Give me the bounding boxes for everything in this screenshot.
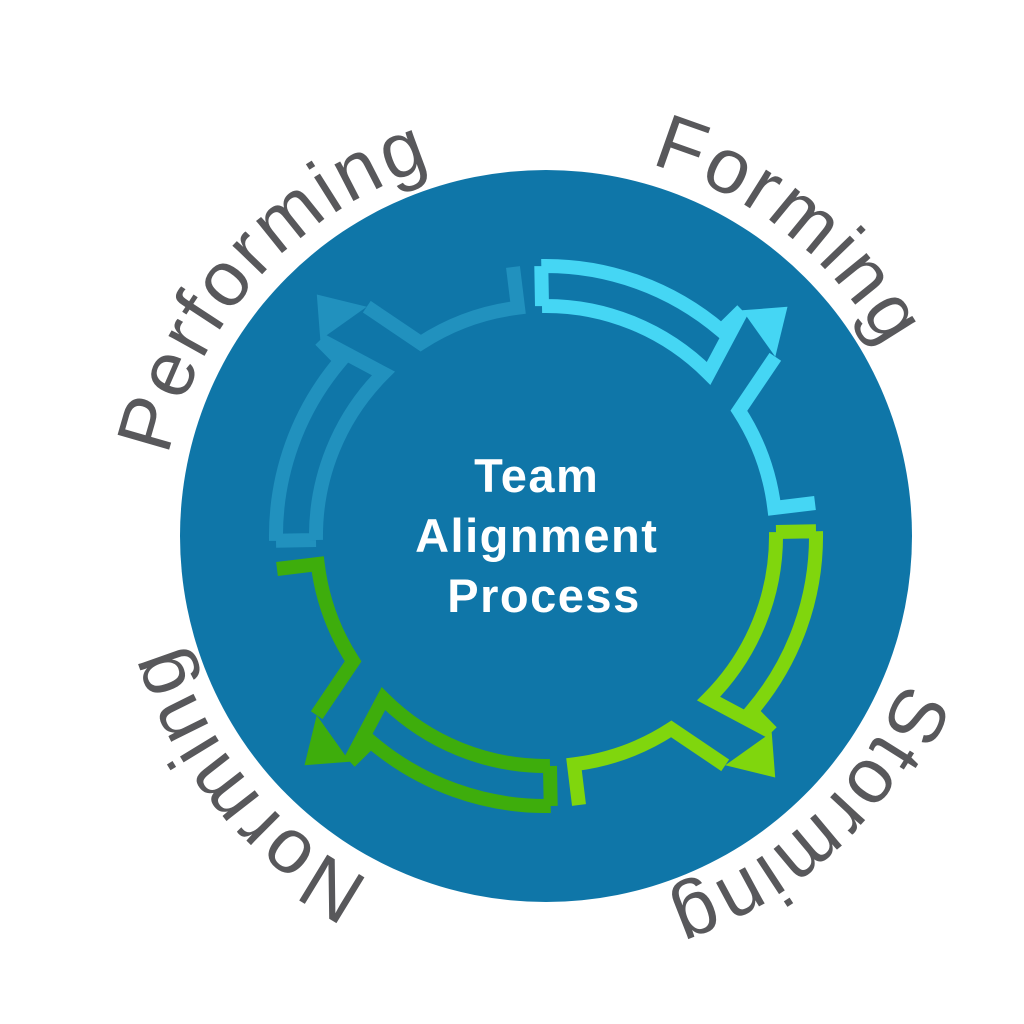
arrowhead-icon-storming (725, 732, 776, 778)
cycle-arrow-norming (276, 556, 558, 814)
cycle-arrow-body-norming (276, 556, 558, 814)
arrowhead-icon-performing (316, 294, 367, 340)
center-title: Team Alignment Process (415, 449, 673, 622)
cycle-circle (180, 170, 912, 902)
cycle-arrow-body-forming (534, 258, 816, 516)
center-title-line-2: Alignment (415, 509, 658, 562)
arrowhead-icon-norming (304, 715, 350, 766)
cycle-arrow-forming (534, 258, 816, 516)
arrowhead-icon-forming (742, 306, 788, 357)
cycle-arrow-body-performing (268, 266, 526, 548)
center-title-line-1: Team (474, 449, 599, 502)
cycle-arrow-performing (268, 266, 526, 548)
cycle-arrows (268, 258, 824, 814)
center-title-line-3: Process (447, 569, 640, 622)
cycle-arrow-body-storming (566, 524, 824, 806)
cycle-arrow-storming (566, 524, 824, 806)
